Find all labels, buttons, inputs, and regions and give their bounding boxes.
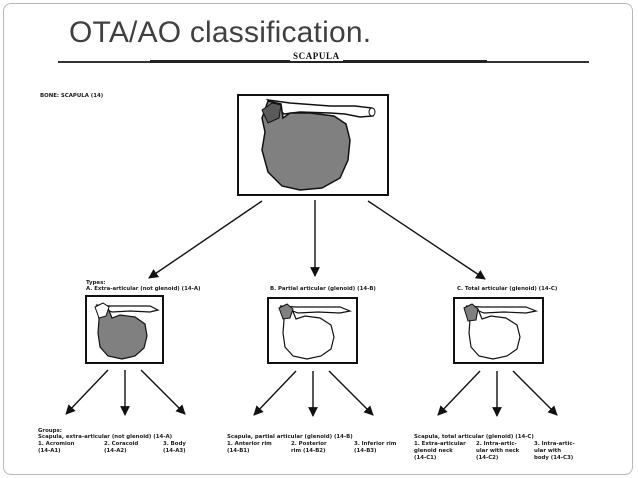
groups-heading: Groups:	[38, 428, 62, 434]
arrow-to-type-c	[367, 200, 486, 280]
type-b-label: B. Partial articular (glenoid) (14-B)	[270, 286, 376, 292]
slide-frame	[3, 3, 633, 475]
type-c-scapula-illustration	[463, 303, 539, 360]
type-c-label: C. Total articular (glenoid) (14-C)	[457, 286, 558, 292]
group-c3-line1: 3. Intra-artic-	[534, 441, 575, 447]
type-a-scapula-illustration	[94, 302, 160, 360]
group-a1-line2: (14-A1)	[38, 448, 61, 454]
group-c1-line2: glenoid neck	[414, 448, 453, 454]
type-b-scapula-illustration	[278, 303, 353, 360]
bone-label: BONE: SCAPULA (14)	[40, 93, 104, 99]
group-a3-line2: (14-A3)	[163, 448, 186, 454]
group-b3-line2: (14-B3)	[354, 448, 377, 454]
group-b2-line2: rim (14-B2)	[291, 448, 326, 454]
group-a2-line2: (14-A2)	[104, 448, 127, 454]
group-a3-line1: 3. Body	[163, 441, 186, 447]
diagram-subtitle: SCAPULA	[290, 51, 343, 61]
group-c3-line2: ular with	[534, 448, 562, 454]
group-b1-line2: (14-B1)	[227, 448, 250, 454]
group-b3-line1: 3. Inferior rim	[354, 441, 397, 447]
arrow-to-b3	[328, 370, 374, 416]
group-a2-line1: 2. Coracoid	[104, 441, 139, 447]
group-c2-line2: ular with neck	[476, 448, 520, 454]
type-a-label: A. Extra-articular (not glenoid) (14-A)	[86, 286, 201, 292]
group-a1-line1: 1. Acromion	[38, 441, 75, 447]
arrow-to-c1	[437, 370, 481, 416]
group-c2-line1: 2. Intra-artic-	[476, 441, 517, 447]
arrow-to-type-a	[148, 200, 263, 279]
slide-title: OTA/AO classification.	[69, 16, 372, 49]
arrow-to-c3	[512, 370, 558, 416]
group-c3-line3: body (14-C3)	[534, 455, 574, 461]
arrow-to-a1	[65, 369, 109, 415]
types-heading: Types:	[86, 280, 106, 286]
group-c1-line3: (14-C1)	[414, 455, 437, 461]
group-b-title: Scapula, partial articular (glenoid) (14…	[227, 434, 353, 440]
arrow-to-a3	[140, 369, 186, 415]
group-c-title: Scapula, total articular (glenoid) (14-C…	[414, 434, 534, 440]
arrow-to-b1	[253, 370, 297, 416]
group-c2-line3: (14-C2)	[476, 455, 499, 461]
group-b1-line1: 1. Anterior rim	[227, 441, 272, 447]
group-b2-line1: 2. Posterior	[291, 441, 327, 447]
group-c1-line1: 1. Extra-articular	[414, 441, 466, 447]
group-a-title: Scapula, extra-articular (not glenoid) (…	[38, 434, 173, 440]
title-divider-thick	[150, 60, 487, 63]
main-scapula-illustration	[261, 98, 376, 191]
